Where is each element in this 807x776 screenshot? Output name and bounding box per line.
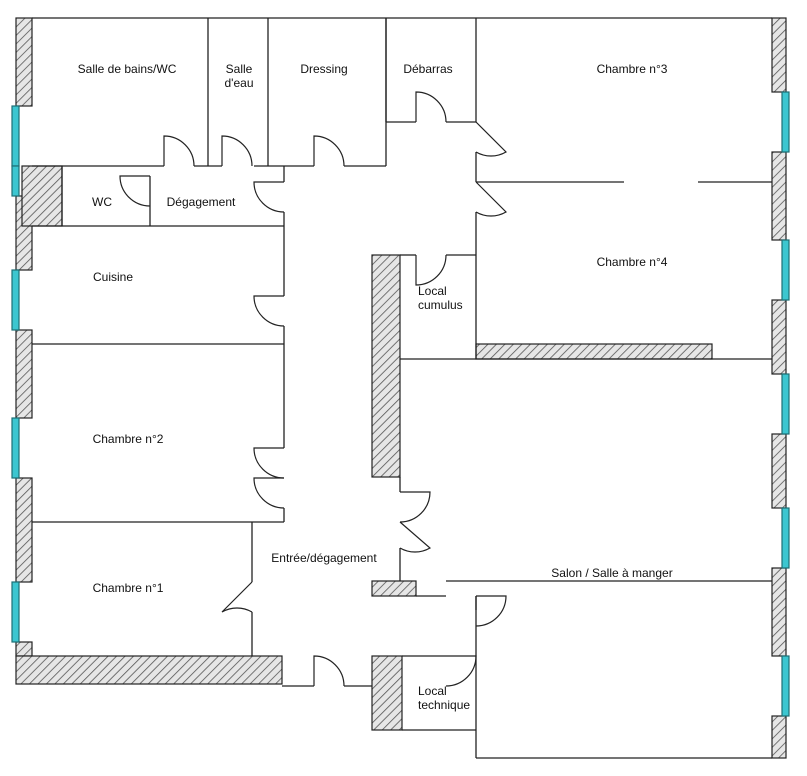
chambre4-bottom-wall: [475, 343, 713, 360]
door-degagement-right: [253, 181, 285, 213]
right-wall-5: [771, 567, 787, 657]
door-wc: [119, 175, 151, 207]
window-left-1: [11, 105, 20, 167]
label-chambre1: Chambre n°1: [93, 581, 164, 595]
label-debarras: Débarras: [403, 62, 452, 76]
window-left-5: [11, 581, 20, 643]
right-wall-4: [771, 433, 787, 509]
label-chambre3: Chambre n°3: [597, 62, 668, 76]
technique-wall: [371, 655, 403, 731]
door-salon-bottom: [475, 595, 507, 627]
door-cuisine: [253, 295, 285, 327]
label-wc: WC: [92, 195, 112, 209]
door-chambre4: [475, 181, 507, 217]
left-wall-5: [15, 641, 33, 657]
label-chambre2: Chambre n°2: [93, 432, 164, 446]
small-wall: [371, 580, 417, 597]
door-chambre2-a: [253, 447, 285, 479]
left-wall-1: [15, 17, 33, 107]
right-wall-2: [771, 151, 787, 241]
label-bath-wc: Salle de bains/WC: [78, 62, 177, 76]
window-left-4: [11, 417, 20, 479]
window-left-3: [11, 269, 20, 331]
window-right-4: [781, 507, 790, 569]
door-chambre2-b: [253, 477, 285, 509]
door-chambre1: [221, 581, 253, 613]
label-technique-2: technique: [418, 698, 470, 712]
label-chambre4: Chambre n°4: [597, 255, 668, 269]
label-cumulus-1: Local: [418, 284, 447, 298]
right-wall-6: [771, 715, 787, 759]
label-shower-1: Salle: [226, 62, 253, 76]
window-right-2: [781, 239, 790, 301]
door-salle-eau: [221, 135, 253, 167]
door-technique: [445, 655, 477, 687]
window-right-5: [781, 655, 790, 717]
right-wall-3: [771, 299, 787, 375]
window-right-1: [781, 91, 790, 153]
label-dressing: Dressing: [300, 62, 347, 76]
label-cuisine: Cuisine: [93, 270, 133, 284]
label-shower-2: d'eau: [225, 76, 254, 90]
label-entree: Entrée/dégagement: [271, 551, 377, 565]
label-technique-1: Local: [418, 684, 447, 698]
label-cumulus-2: cumulus: [418, 298, 463, 312]
door-entrance: [313, 655, 345, 687]
bottom-wall-left: [15, 655, 283, 685]
left-wall-4: [15, 477, 33, 583]
right-wall-1: [771, 17, 787, 93]
door-debarras: [415, 91, 447, 123]
door-salon-b: [399, 521, 432, 553]
door-cumulus: [415, 254, 447, 286]
window-right-3: [781, 373, 790, 435]
label-salon: Salon / Salle à manger: [551, 566, 672, 580]
window-left-2: [11, 165, 20, 197]
door-chambre3: [475, 121, 507, 157]
wc-wall-block: [21, 165, 63, 227]
label-degagement: Dégagement: [167, 195, 236, 209]
central-wall: [371, 254, 401, 478]
left-wall-3: [15, 329, 33, 419]
door-degagement-bath: [163, 135, 195, 167]
door-dressing: [313, 135, 345, 167]
door-salon-a: [399, 491, 431, 523]
